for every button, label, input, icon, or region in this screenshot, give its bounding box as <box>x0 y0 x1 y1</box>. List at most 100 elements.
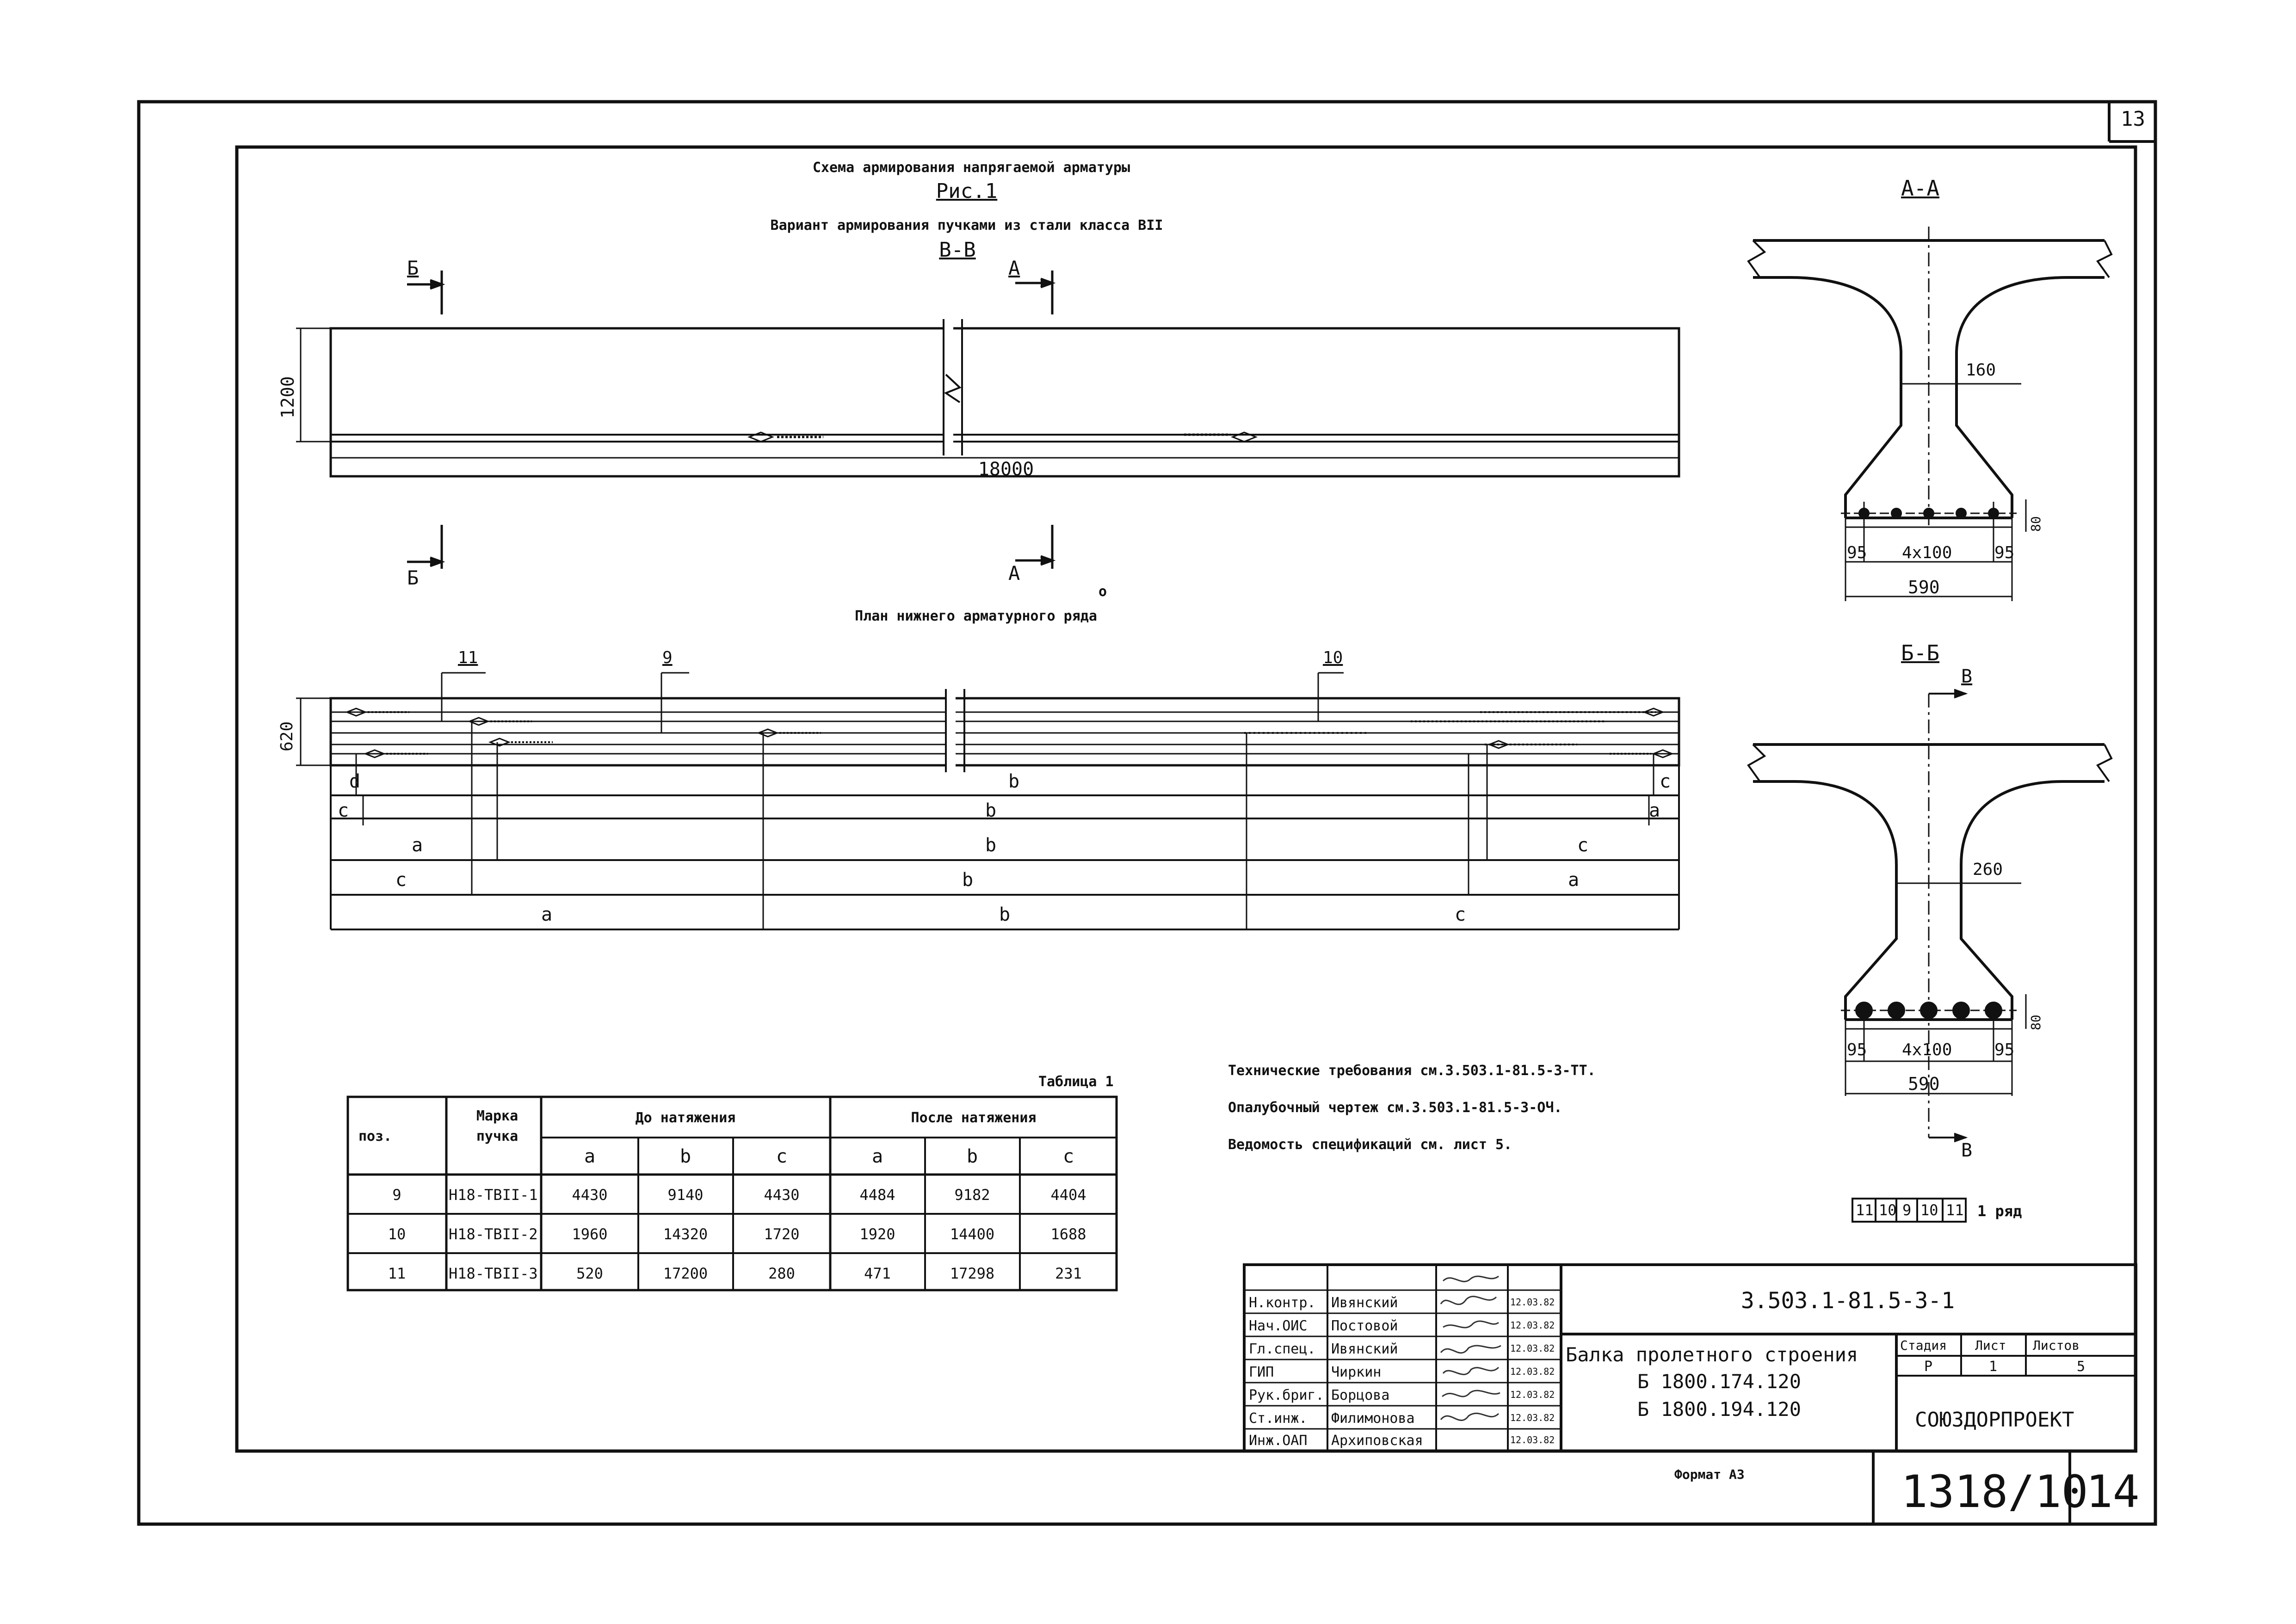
plan-dimension-rows <box>330 721 1680 930</box>
section-bb-total: 590 <box>1908 1074 1940 1094</box>
format-label: Формат А3 <box>1674 1467 1745 1482</box>
table-row3-v3: 280 <box>768 1265 795 1282</box>
section-a-top: А <box>1008 257 1020 279</box>
section-aa-left: 95 <box>1847 543 1867 562</box>
table-row2-v3: 1720 <box>764 1225 800 1243</box>
note-2: Опалубочный чертеж см.3.503.1-81.5-3-ОЧ. <box>1228 1100 1562 1116</box>
section-marks <box>407 271 1056 569</box>
width-620: 620 <box>278 721 296 751</box>
date-3: 12.03.82 <box>1510 1343 1555 1354</box>
section-bb-title: Б-Б <box>1901 640 1940 665</box>
table-row3-v5: 17298 <box>950 1265 995 1282</box>
table-row1-pos: 9 <box>392 1186 401 1204</box>
name-7: Архиповская <box>1331 1433 1423 1449</box>
row-legend-cell-2: 10 <box>1879 1201 1897 1219</box>
plan-beam <box>296 672 1680 772</box>
name-2: Постовой <box>1331 1318 1398 1334</box>
name-5: Борцова <box>1331 1387 1390 1403</box>
name-4: Чиркин <box>1331 1364 1382 1380</box>
table-row3-v6: 231 <box>1055 1265 1082 1282</box>
table-caption: Таблица 1 <box>1038 1074 1114 1090</box>
table-sub-b1: b <box>679 1146 691 1167</box>
table-row2-pos: 10 <box>388 1225 406 1243</box>
name-3: Ивянский <box>1331 1341 1398 1357</box>
table-sub-b2: b <box>966 1146 978 1167</box>
plan-row3-seg3: c <box>1577 835 1589 856</box>
table-row1-v6: 4404 <box>1050 1186 1086 1204</box>
plan-mark-o: о <box>1099 584 1107 600</box>
date-4: 12.03.82 <box>1510 1366 1555 1377</box>
name-6: Филимонова <box>1331 1410 1415 1427</box>
role-1: Н.контр. <box>1249 1295 1316 1311</box>
section-bb-outline <box>1747 689 2113 1143</box>
row-legend-cell-1: 11 <box>1856 1201 1874 1219</box>
signatures <box>1440 1275 1501 1421</box>
plan-row1-seg2: b <box>1008 771 1020 792</box>
section-vv-label: В-В <box>939 238 976 262</box>
section-bb-height: 80 <box>2028 1015 2043 1030</box>
note-1: Технические требования см.3.503.1-81.5-3… <box>1228 1063 1596 1079</box>
plan-row2-seg1: c <box>338 800 349 821</box>
figure-heading: Схема армирования напрягаемой арматуры <box>812 160 1130 176</box>
section-aa-title: А-А <box>1901 176 1940 201</box>
doc-code: 3.503.1-81.5-3-1 <box>1741 1288 1955 1314</box>
sheet-label: Лист <box>1975 1338 2006 1353</box>
section-bb-left: 95 <box>1847 1040 1867 1059</box>
pos-11-label: 11 <box>458 648 478 667</box>
figure-subheading: Вариант армирования пучками из стали кла… <box>770 217 1163 234</box>
section-aa-mid: 4x100 <box>1902 543 1952 562</box>
table-row2-v2: 14320 <box>663 1225 708 1243</box>
table-row3-mark: Н18-ТВII-3 <box>449 1265 538 1282</box>
pos-9-label: 9 <box>662 648 673 667</box>
title-line-2: Б 1800.174.120 <box>1637 1370 1802 1393</box>
table-row1-v5: 9182 <box>954 1186 990 1204</box>
table-row1-v1: 4430 <box>572 1186 608 1204</box>
row-legend-cell-4: 10 <box>1920 1201 1938 1219</box>
pos-10-label: 10 <box>1323 648 1343 667</box>
height-1200: 1200 <box>278 376 298 418</box>
role-3: Гл.спец. <box>1249 1341 1316 1357</box>
title-line-1: Балка пролетного строения <box>1566 1343 1858 1366</box>
role-6: Ст.инж. <box>1249 1410 1308 1427</box>
stage-value: Р <box>1924 1359 1933 1375</box>
section-aa-total: 590 <box>1908 577 1940 597</box>
note-3: Ведомость спецификаций см. лист 5. <box>1228 1137 1512 1153</box>
bottom-sheet: 14 <box>2086 1466 2140 1518</box>
plan-row3-seg1: a <box>412 835 423 856</box>
table-row2-v4: 1920 <box>859 1225 895 1243</box>
date-2: 12.03.82 <box>1510 1320 1555 1331</box>
table-row1-v3: 4430 <box>764 1186 800 1204</box>
role-4: ГИП <box>1249 1364 1274 1380</box>
table-header-after: После натяжения <box>911 1110 1037 1126</box>
section-bb-arrow-bottom: В <box>1961 1140 1973 1161</box>
sheets-value: 5 <box>2077 1359 2086 1375</box>
length-18000: 18000 <box>978 459 1034 480</box>
row-legend-cell-3: 9 <box>1902 1201 1912 1219</box>
section-bb-arrow-top: В <box>1961 666 1973 687</box>
table-row2-v1: 1960 <box>572 1225 608 1243</box>
section-aa-right: 95 <box>1994 543 2015 562</box>
role-2: Нач.ОИС <box>1249 1318 1308 1334</box>
section-b-top: Б <box>407 257 419 279</box>
sheet-value: 1 <box>1989 1359 1998 1375</box>
plan-row5-seg3: c <box>1455 904 1466 925</box>
table-sub-a2: a <box>871 1146 883 1167</box>
plan-row5-seg1: a <box>541 904 553 925</box>
table-sub-c1: c <box>776 1146 788 1167</box>
table-header-mark: Марка пучка <box>476 1108 518 1144</box>
plan-row4-seg1: c <box>395 869 407 891</box>
table-header-pos: поз. <box>358 1128 392 1144</box>
role-5: Рук.бриг. <box>1249 1387 1324 1403</box>
table-sub-c2: c <box>1062 1146 1074 1167</box>
outer-frame <box>137 100 2157 1526</box>
role-7: Инж.ОАП <box>1249 1433 1308 1449</box>
table-row1-mark: Н18-ТВII-1 <box>449 1186 538 1204</box>
plan-row2-seg2: b <box>985 800 997 821</box>
section-b-bottom: Б <box>407 566 419 589</box>
date-6: 12.03.82 <box>1510 1412 1555 1423</box>
date-5: 12.03.82 <box>1510 1389 1555 1400</box>
section-bb-web: 260 <box>1973 860 2003 879</box>
row-legend-boxes <box>1852 1198 1967 1223</box>
section-bb-right: 95 <box>1994 1040 2015 1059</box>
